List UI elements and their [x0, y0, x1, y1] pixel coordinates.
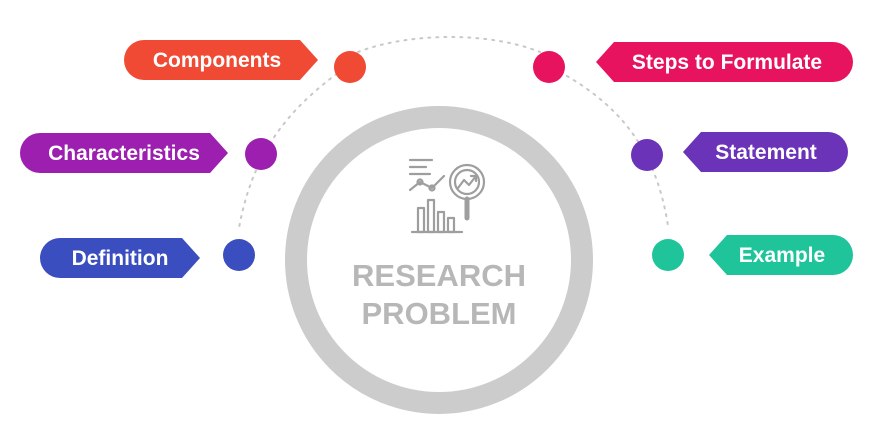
center-title-line1: RESEARCH	[352, 258, 526, 293]
definition-node	[223, 239, 255, 271]
components-node	[334, 51, 366, 83]
center-title-line2: PROBLEM	[362, 296, 517, 331]
definition-label: Definition	[72, 247, 169, 270]
top-connector-arc	[357, 36, 541, 53]
label-example: Example	[709, 235, 853, 275]
label-steps-to-formulate: Steps to Formulate	[596, 42, 853, 82]
statement-label: Statement	[715, 141, 817, 164]
label-components: Components	[124, 40, 318, 80]
connector-arcs	[238, 36, 669, 229]
research-analytics-magnifier-icon	[408, 158, 486, 234]
steps-node	[533, 51, 565, 83]
example-label: Example	[739, 244, 825, 267]
example-tag	[709, 235, 853, 275]
statement-node	[631, 139, 663, 171]
label-statement: Statement	[683, 132, 848, 172]
statement-tag	[683, 132, 848, 172]
right-connector-arc	[559, 71, 669, 227]
example-node	[652, 239, 684, 271]
steps-label: Steps to Formulate	[632, 51, 822, 74]
center-hub: RESEARCH PROBLEM	[285, 106, 593, 414]
characteristics-node	[245, 138, 277, 170]
characteristics-label: Characteristics	[48, 142, 200, 165]
definition-tag	[40, 238, 200, 278]
components-tag	[124, 40, 318, 80]
label-characteristics: Characteristics	[20, 133, 228, 173]
label-definition: Definition	[40, 238, 200, 278]
steps-tag	[596, 42, 853, 82]
center-ring	[285, 106, 593, 414]
components-label: Components	[153, 49, 281, 72]
characteristics-tag	[20, 133, 228, 173]
